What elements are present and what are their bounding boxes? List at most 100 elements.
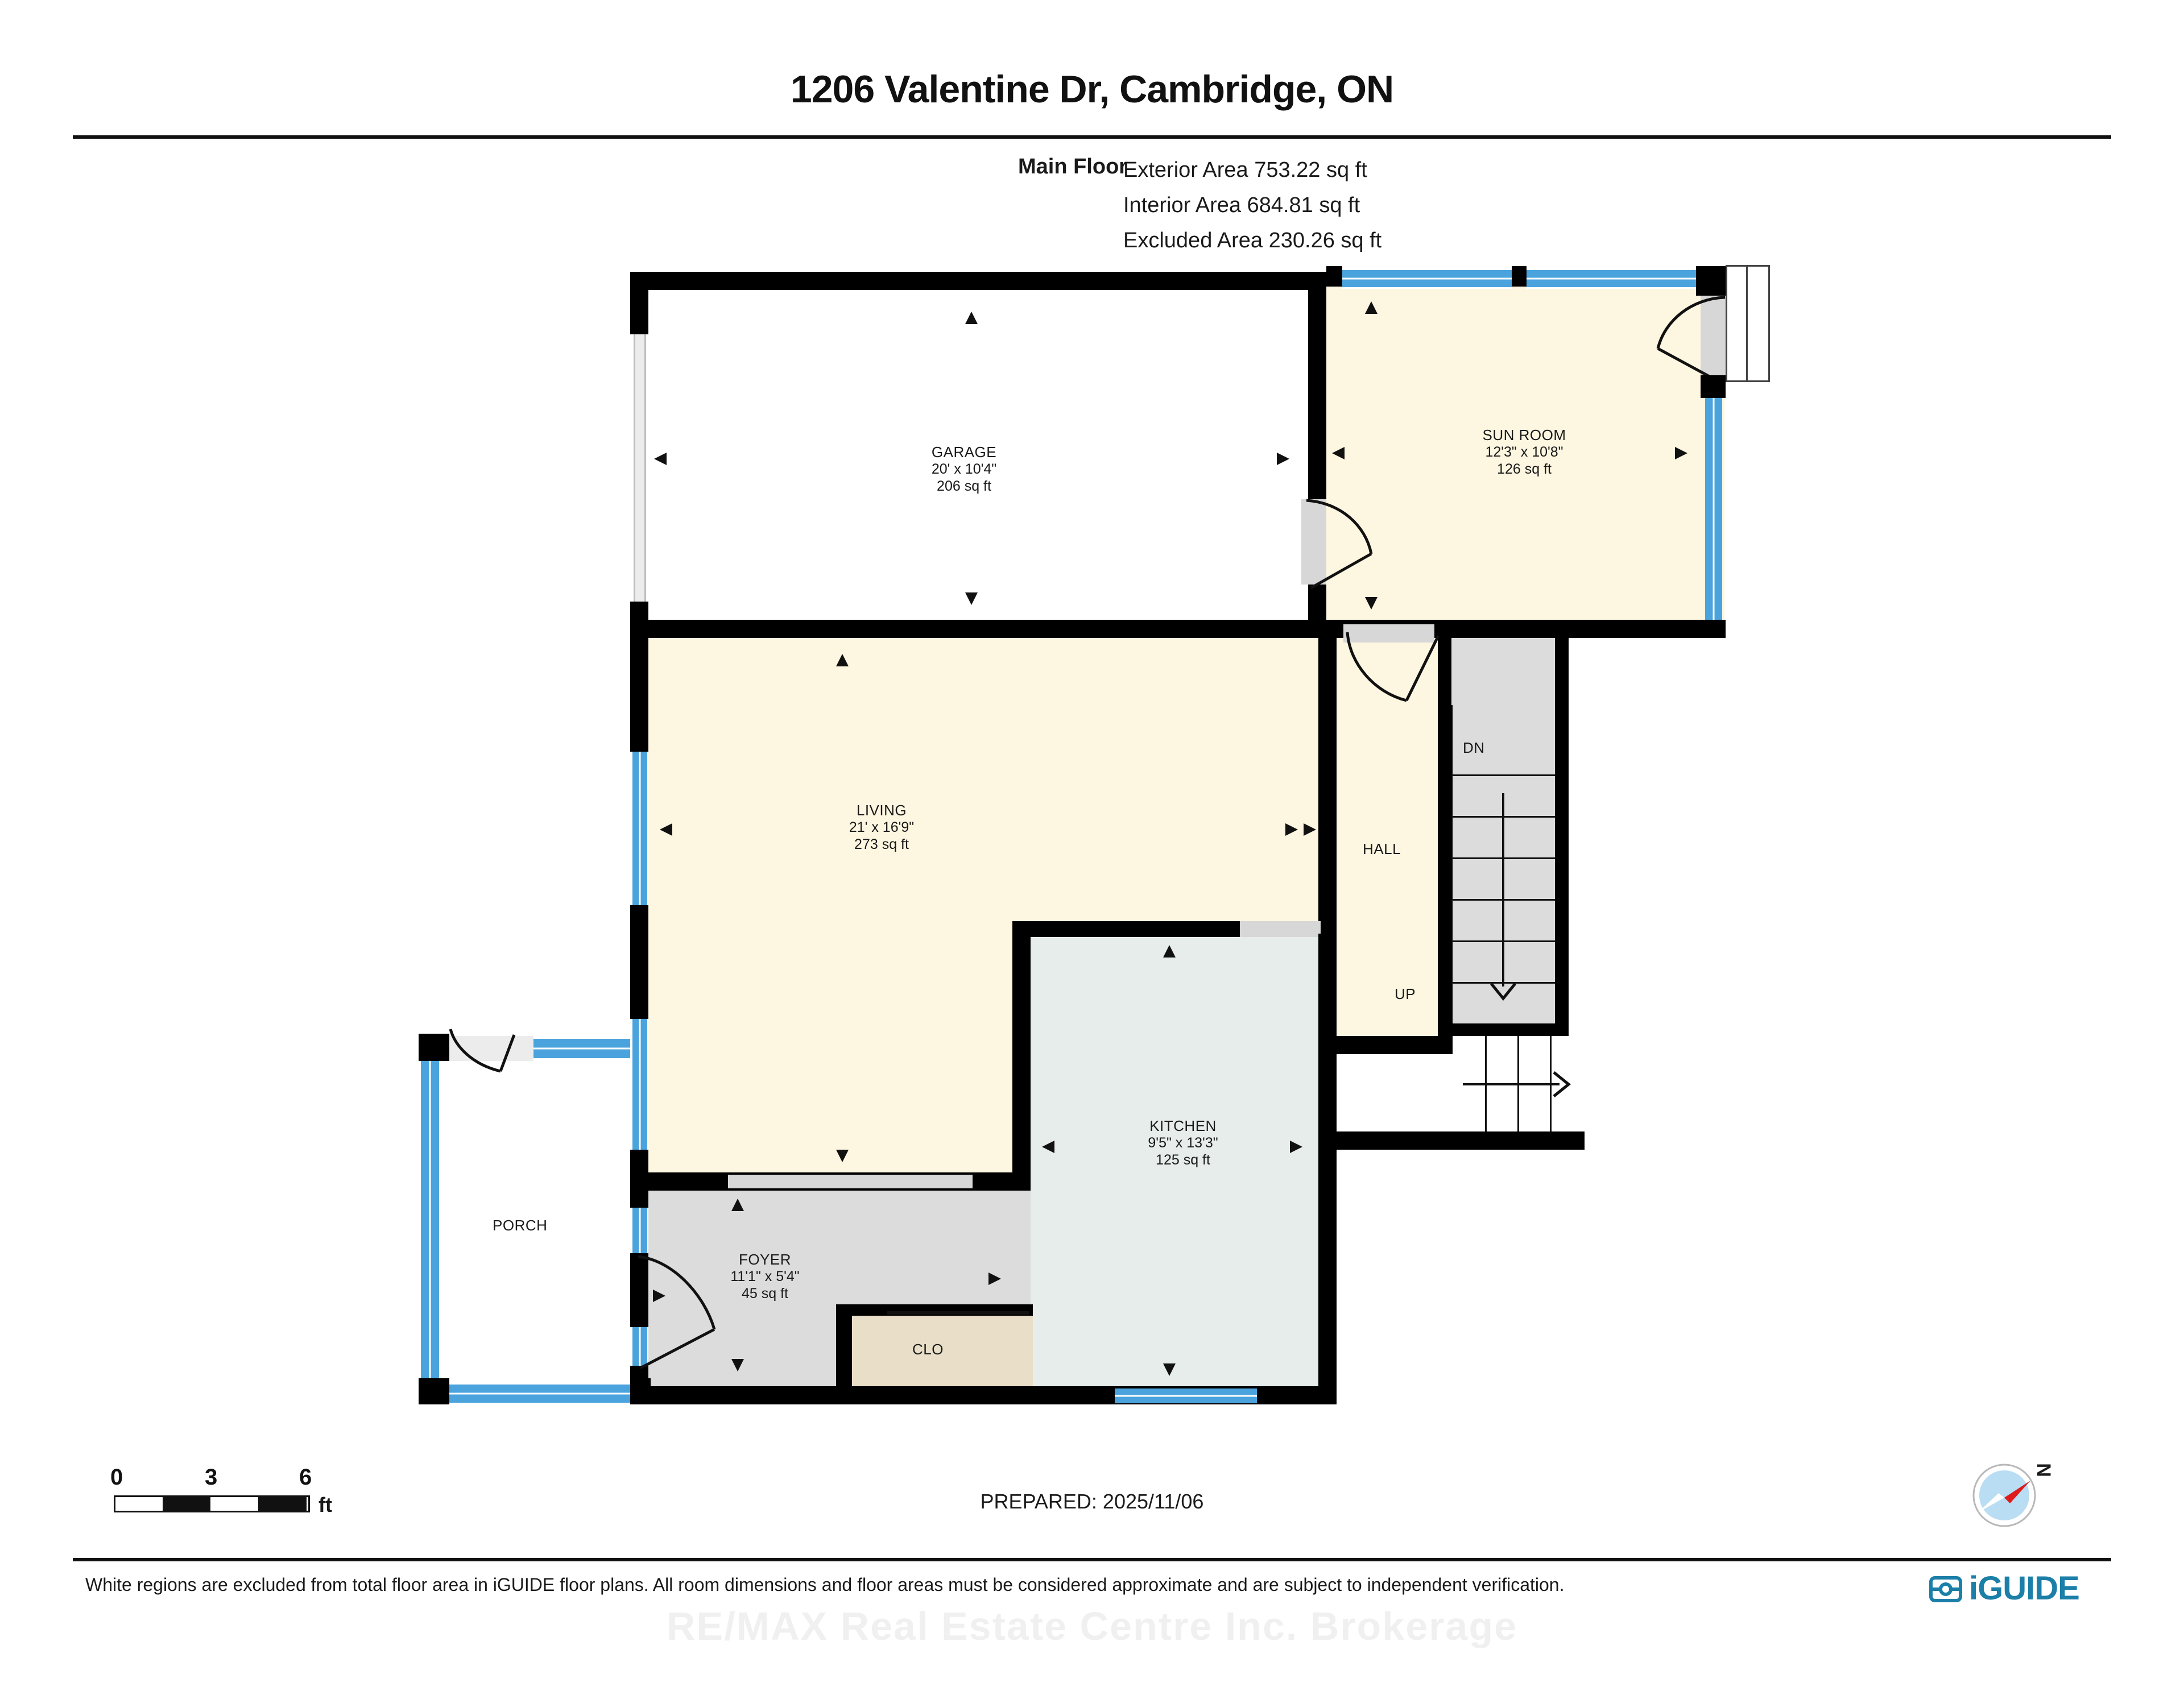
sunroom-door-opening bbox=[1701, 296, 1726, 382]
porch-name: PORCH bbox=[493, 1217, 548, 1234]
hall-sunroom-door-opening bbox=[1343, 624, 1434, 643]
kitchen-area: 125 sq ft bbox=[1156, 1152, 1210, 1168]
living-dims: 21' x 16'9" bbox=[849, 819, 915, 835]
exterior-area: Exterior Area 753.22 sq ft bbox=[1123, 158, 1367, 182]
scale-tick-3: 3 bbox=[205, 1465, 218, 1490]
room-garage bbox=[643, 284, 1314, 620]
window-living-left-upper bbox=[632, 752, 647, 905]
sunroom-exterior-door-panel bbox=[1726, 265, 1770, 382]
window-kitchen-bottom bbox=[1115, 1388, 1257, 1403]
wall-porch-br-corner bbox=[630, 1378, 651, 1404]
wall-closet-left bbox=[836, 1304, 852, 1404]
wall-living-left-b bbox=[630, 905, 648, 1019]
dim-arrow-garage-left bbox=[654, 453, 667, 465]
wall-living-left-a bbox=[630, 620, 648, 752]
wall-living-kitchen-vert bbox=[1012, 921, 1031, 1188]
wall-sunroom-right-corner-lower bbox=[1701, 375, 1726, 398]
wall-garage-top bbox=[630, 272, 1327, 290]
room-porch bbox=[421, 1046, 630, 1399]
brokerage-watermark: RE/MAX Real Estate Centre Inc. Brokerage bbox=[666, 1604, 1518, 1648]
scale-segment bbox=[163, 1497, 210, 1511]
hall-name: HALL bbox=[1363, 840, 1401, 857]
garage-door bbox=[634, 334, 646, 602]
room-sunroom bbox=[1326, 284, 1724, 620]
iguide-wordmark: iGUIDE bbox=[1969, 1570, 2080, 1607]
window-sunroom-right bbox=[1705, 398, 1722, 620]
dim-arrow-foyer-bottom bbox=[731, 1359, 744, 1371]
wall-garage-bottom bbox=[630, 620, 1327, 638]
dim-arrow-kitchen-top bbox=[1163, 945, 1176, 958]
window-foyer-left-a bbox=[632, 1208, 647, 1253]
foyer-area: 45 sq ft bbox=[742, 1286, 788, 1301]
stairwell-down-left-edge bbox=[1438, 705, 1453, 1036]
wall-foyer-left-top bbox=[630, 1172, 648, 1208]
dim-arrow-living-left bbox=[660, 823, 672, 836]
wall-garage-left-upper bbox=[630, 272, 648, 334]
porch-door-opening bbox=[449, 1036, 533, 1061]
kitchen-name: KITCHEN bbox=[1149, 1117, 1217, 1134]
window-porch-left bbox=[421, 1061, 439, 1385]
dim-arrow-living-bottom bbox=[836, 1150, 849, 1162]
wall-foyer-bottom bbox=[630, 1386, 835, 1404]
room-label-garage: GARAGE 20' x 10'4" 206 sq ft bbox=[853, 443, 1075, 495]
dim-arrow-garage-top bbox=[965, 312, 978, 324]
stairs-down-landing bbox=[1451, 638, 1555, 774]
living-foyer-opening bbox=[728, 1175, 973, 1188]
prepared-date: PREPARED: 2025/11/06 bbox=[980, 1490, 1204, 1513]
room-label-closet: CLO bbox=[912, 1341, 944, 1358]
dim-arrow-living-right bbox=[1285, 823, 1298, 836]
stairs-down-arrow-head-icon bbox=[1490, 983, 1516, 1001]
wall-porch-tl-corner bbox=[419, 1034, 449, 1061]
hall-door-swing-icon bbox=[1346, 632, 1440, 702]
sunroom-area: 126 sq ft bbox=[1497, 461, 1552, 477]
iguide-logo: iGUIDE bbox=[1928, 1569, 2080, 1607]
dim-arrow-sunroom-right bbox=[1675, 447, 1687, 459]
garage-name: GARAGE bbox=[931, 443, 997, 461]
porch-door-swing-icon bbox=[449, 1029, 516, 1073]
stair-tread bbox=[1451, 774, 1555, 776]
wall-kitchen-bottom bbox=[819, 1386, 1337, 1404]
living-kitchen-opening bbox=[1228, 921, 1321, 937]
room-label-foyer: FOYER 11'1" x 5'4" 45 sq ft bbox=[671, 1251, 859, 1302]
window-living-left-lower bbox=[632, 1019, 647, 1150]
iguide-mark-icon bbox=[1929, 1576, 1962, 1602]
dim-arrow-living-top bbox=[836, 654, 849, 666]
compass-rose: N bbox=[1963, 1449, 2054, 1540]
foyer-door-arrow bbox=[653, 1290, 665, 1302]
scale-segment bbox=[258, 1497, 307, 1511]
living-area: 273 sq ft bbox=[854, 836, 909, 852]
scale-tick-6: 6 bbox=[299, 1465, 312, 1490]
garage-area: 206 sq ft bbox=[937, 478, 991, 494]
wall-kitchen-right bbox=[1318, 934, 1337, 1388]
window-sunroom-top-b bbox=[1527, 268, 1696, 289]
foyer-entry-door-swing-icon bbox=[638, 1255, 716, 1370]
room-label-sunroom: SUN ROOM 12'3" x 10'8" 126 sq ft bbox=[1416, 426, 1632, 478]
room-living-ext bbox=[648, 921, 1012, 1177]
stairs-up-label: UP bbox=[1395, 985, 1416, 1003]
sunroom-garage-door-opening bbox=[1301, 499, 1326, 585]
dim-arrow-garage-bottom bbox=[965, 592, 978, 605]
room-label-kitchen: KITCHEN 9'5" x 13'3" 125 sq ft bbox=[1069, 1117, 1297, 1168]
compass-north-label: N bbox=[2032, 1463, 2054, 1477]
wall-sunroom-top-right-corner bbox=[1696, 266, 1726, 296]
window-porch-top bbox=[533, 1037, 630, 1060]
window-porch-bottom bbox=[449, 1383, 631, 1404]
sunroom-exterior-door-divider bbox=[1746, 265, 1748, 382]
room-label-living: LIVING 21' x 16'9" 273 sq ft bbox=[762, 802, 1001, 853]
up-label: UP bbox=[1395, 985, 1416, 1002]
footer-divider bbox=[73, 1558, 2111, 1561]
stairs-down-arrow-shaft bbox=[1502, 793, 1504, 986]
wall-sunroom-top-mullion bbox=[1512, 266, 1527, 287]
dim-arrow-hall-left bbox=[1304, 823, 1316, 836]
dn-label: DN bbox=[1463, 739, 1485, 756]
wall-stairs-up-bottom bbox=[1337, 1131, 1585, 1150]
wall-living-right bbox=[1318, 638, 1337, 934]
dim-arrow-garage-right bbox=[1277, 453, 1289, 465]
dim-arrow-kitchen-left bbox=[1042, 1141, 1054, 1153]
disclaimer-text: White regions are excluded from total fl… bbox=[85, 1574, 1565, 1595]
sunroom-name: SUN ROOM bbox=[1482, 426, 1566, 443]
scale-unit: ft bbox=[318, 1493, 332, 1516]
foyer-name: FOYER bbox=[738, 1251, 792, 1268]
garage-door-swing-icon bbox=[1306, 499, 1373, 590]
